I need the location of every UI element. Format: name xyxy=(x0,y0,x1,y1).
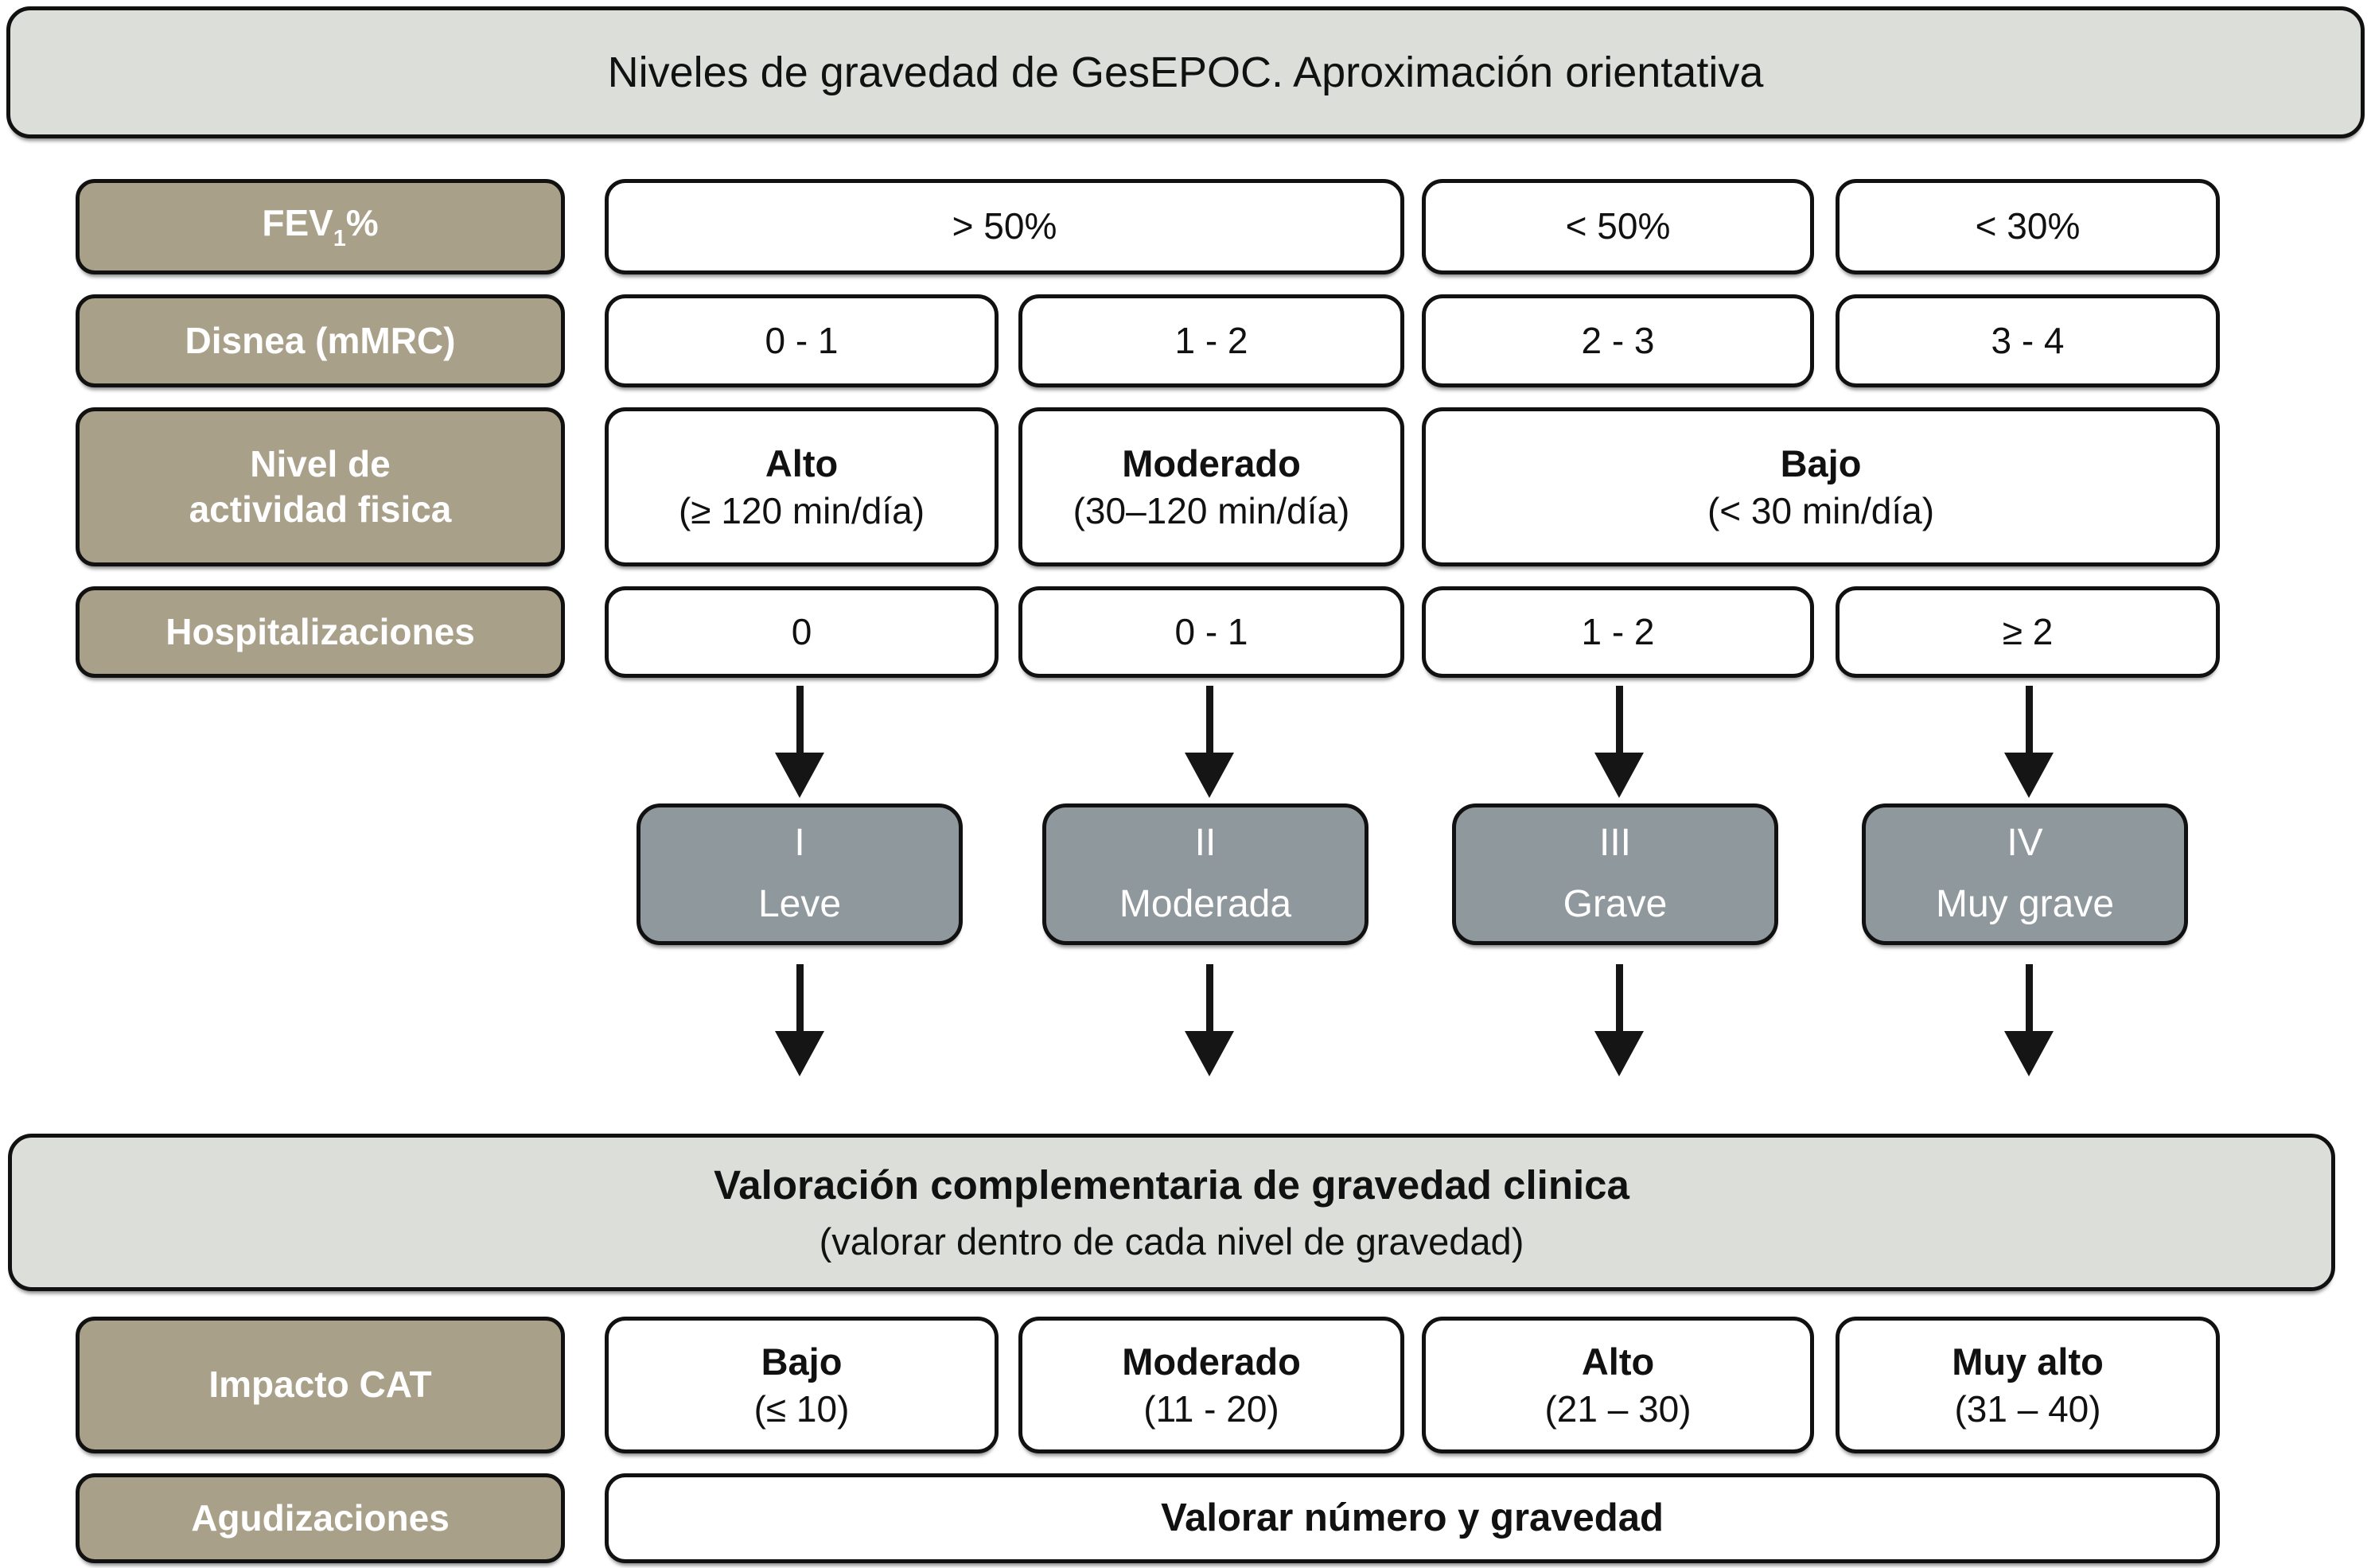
agudizaciones-cell: Valorar número y gravedad xyxy=(605,1473,2220,1563)
arrow-down-icon xyxy=(1185,964,1234,1076)
severity-name: Leve xyxy=(757,883,842,925)
hosp-cell-2: 0 - 1 xyxy=(1018,586,1404,678)
actividad-cell-alto: Alto (≥ 120 min/día) xyxy=(605,407,999,566)
criteria-row-disnea: Disnea (mMRC) 0 - 1 1 - 2 2 - 3 3 - 4 xyxy=(0,294,2371,387)
assessment-banner-subtitle: (valorar dentro de cada nivel de graveda… xyxy=(819,1220,1524,1263)
arrow-down-icon xyxy=(775,964,824,1076)
row-label-fev1: FEV1% xyxy=(76,179,565,274)
severity-name: Moderada xyxy=(1119,883,1292,925)
diagram-title-banner: Niveles de gravedad de GesEPOC. Aproxima… xyxy=(6,6,2365,138)
row-label-impacto-cat: Impacto CAT xyxy=(76,1317,565,1453)
hosp-cell-1: 0 xyxy=(605,586,999,678)
arrow-down-icon xyxy=(775,686,824,798)
fev1-subscript: 1 xyxy=(333,225,346,251)
fev1-cell-gt50: > 50% xyxy=(605,179,1404,274)
disnea-cell-1: 0 - 1 xyxy=(605,294,999,387)
severity-numeral: I xyxy=(794,822,805,865)
severity-numeral: IV xyxy=(2007,822,2043,865)
row-label-actividad: Nivel de actividad fisica xyxy=(76,407,565,566)
assessment-banner: Valoración complementaria de gravedad cl… xyxy=(8,1134,2335,1291)
actividad-cell-bajo: Bajo (< 30 min/día) xyxy=(1422,407,2220,566)
row-label-agudizaciones: Agudizaciones xyxy=(76,1473,565,1563)
cat-cell-alto: Alto (21 – 30) xyxy=(1422,1317,1814,1453)
assessment-row-impacto-cat: Impacto CAT Bajo (≤ 10) Moderado (11 - 2… xyxy=(0,1317,2371,1453)
severity-name: Muy grave xyxy=(1935,883,2115,925)
disnea-cell-2: 1 - 2 xyxy=(1018,294,1404,387)
severity-node-I: I Leve xyxy=(637,803,963,945)
criteria-row-actividad: Nivel de actividad fisica Alto (≥ 120 mi… xyxy=(0,407,2371,566)
severity-node-II: II Moderada xyxy=(1042,803,1368,945)
criteria-row-fev1: FEV1% > 50% < 50% < 30% xyxy=(0,179,2371,274)
arrow-down-icon xyxy=(2004,964,2054,1076)
row-label-hospitalizaciones: Hospitalizaciones xyxy=(76,586,565,678)
fev1-cell-lt50: < 50% xyxy=(1422,179,1814,274)
criteria-row-hospitalizaciones: Hospitalizaciones 0 0 - 1 1 - 2 ≥ 2 xyxy=(0,586,2371,678)
diagram-title: Niveles de gravedad de GesEPOC. Aproxima… xyxy=(607,49,1764,96)
disnea-cell-4: 3 - 4 xyxy=(1836,294,2220,387)
severity-node-IV: IV Muy grave xyxy=(1862,803,2188,945)
arrow-down-icon xyxy=(1594,686,1644,798)
severity-numeral: III xyxy=(1598,822,1631,865)
assessment-row-agudizaciones: Agudizaciones Valorar número y gravedad xyxy=(0,1473,2371,1563)
fev1-cell-lt30: < 30% xyxy=(1836,179,2220,274)
severity-numeral: II xyxy=(1194,822,1217,865)
severity-node-III: III Grave xyxy=(1452,803,1778,945)
disnea-cell-3: 2 - 3 xyxy=(1422,294,1814,387)
actividad-label-line1: Nivel de xyxy=(250,442,391,484)
hosp-cell-4: ≥ 2 xyxy=(1836,586,2220,678)
severity-name: Grave xyxy=(1563,883,1668,925)
cat-cell-moderado: Moderado (11 - 20) xyxy=(1018,1317,1404,1453)
fev1-label: FEV1% xyxy=(262,201,379,251)
row-label-disnea: Disnea (mMRC) xyxy=(76,294,565,387)
actividad-cell-moderado: Moderado (30–120 min/día) xyxy=(1018,407,1404,566)
cat-cell-bajo: Bajo (≤ 10) xyxy=(605,1317,999,1453)
assessment-banner-title: Valoración complementaria de gravedad cl… xyxy=(714,1162,1629,1208)
cat-cell-muy-alto: Muy alto (31 – 40) xyxy=(1836,1317,2220,1453)
hosp-cell-3: 1 - 2 xyxy=(1422,586,1814,678)
arrow-down-icon xyxy=(2004,686,2054,798)
arrow-down-icon xyxy=(1594,964,1644,1076)
arrow-down-icon xyxy=(1185,686,1234,798)
actividad-label-line2: actividad fisica xyxy=(189,488,452,530)
